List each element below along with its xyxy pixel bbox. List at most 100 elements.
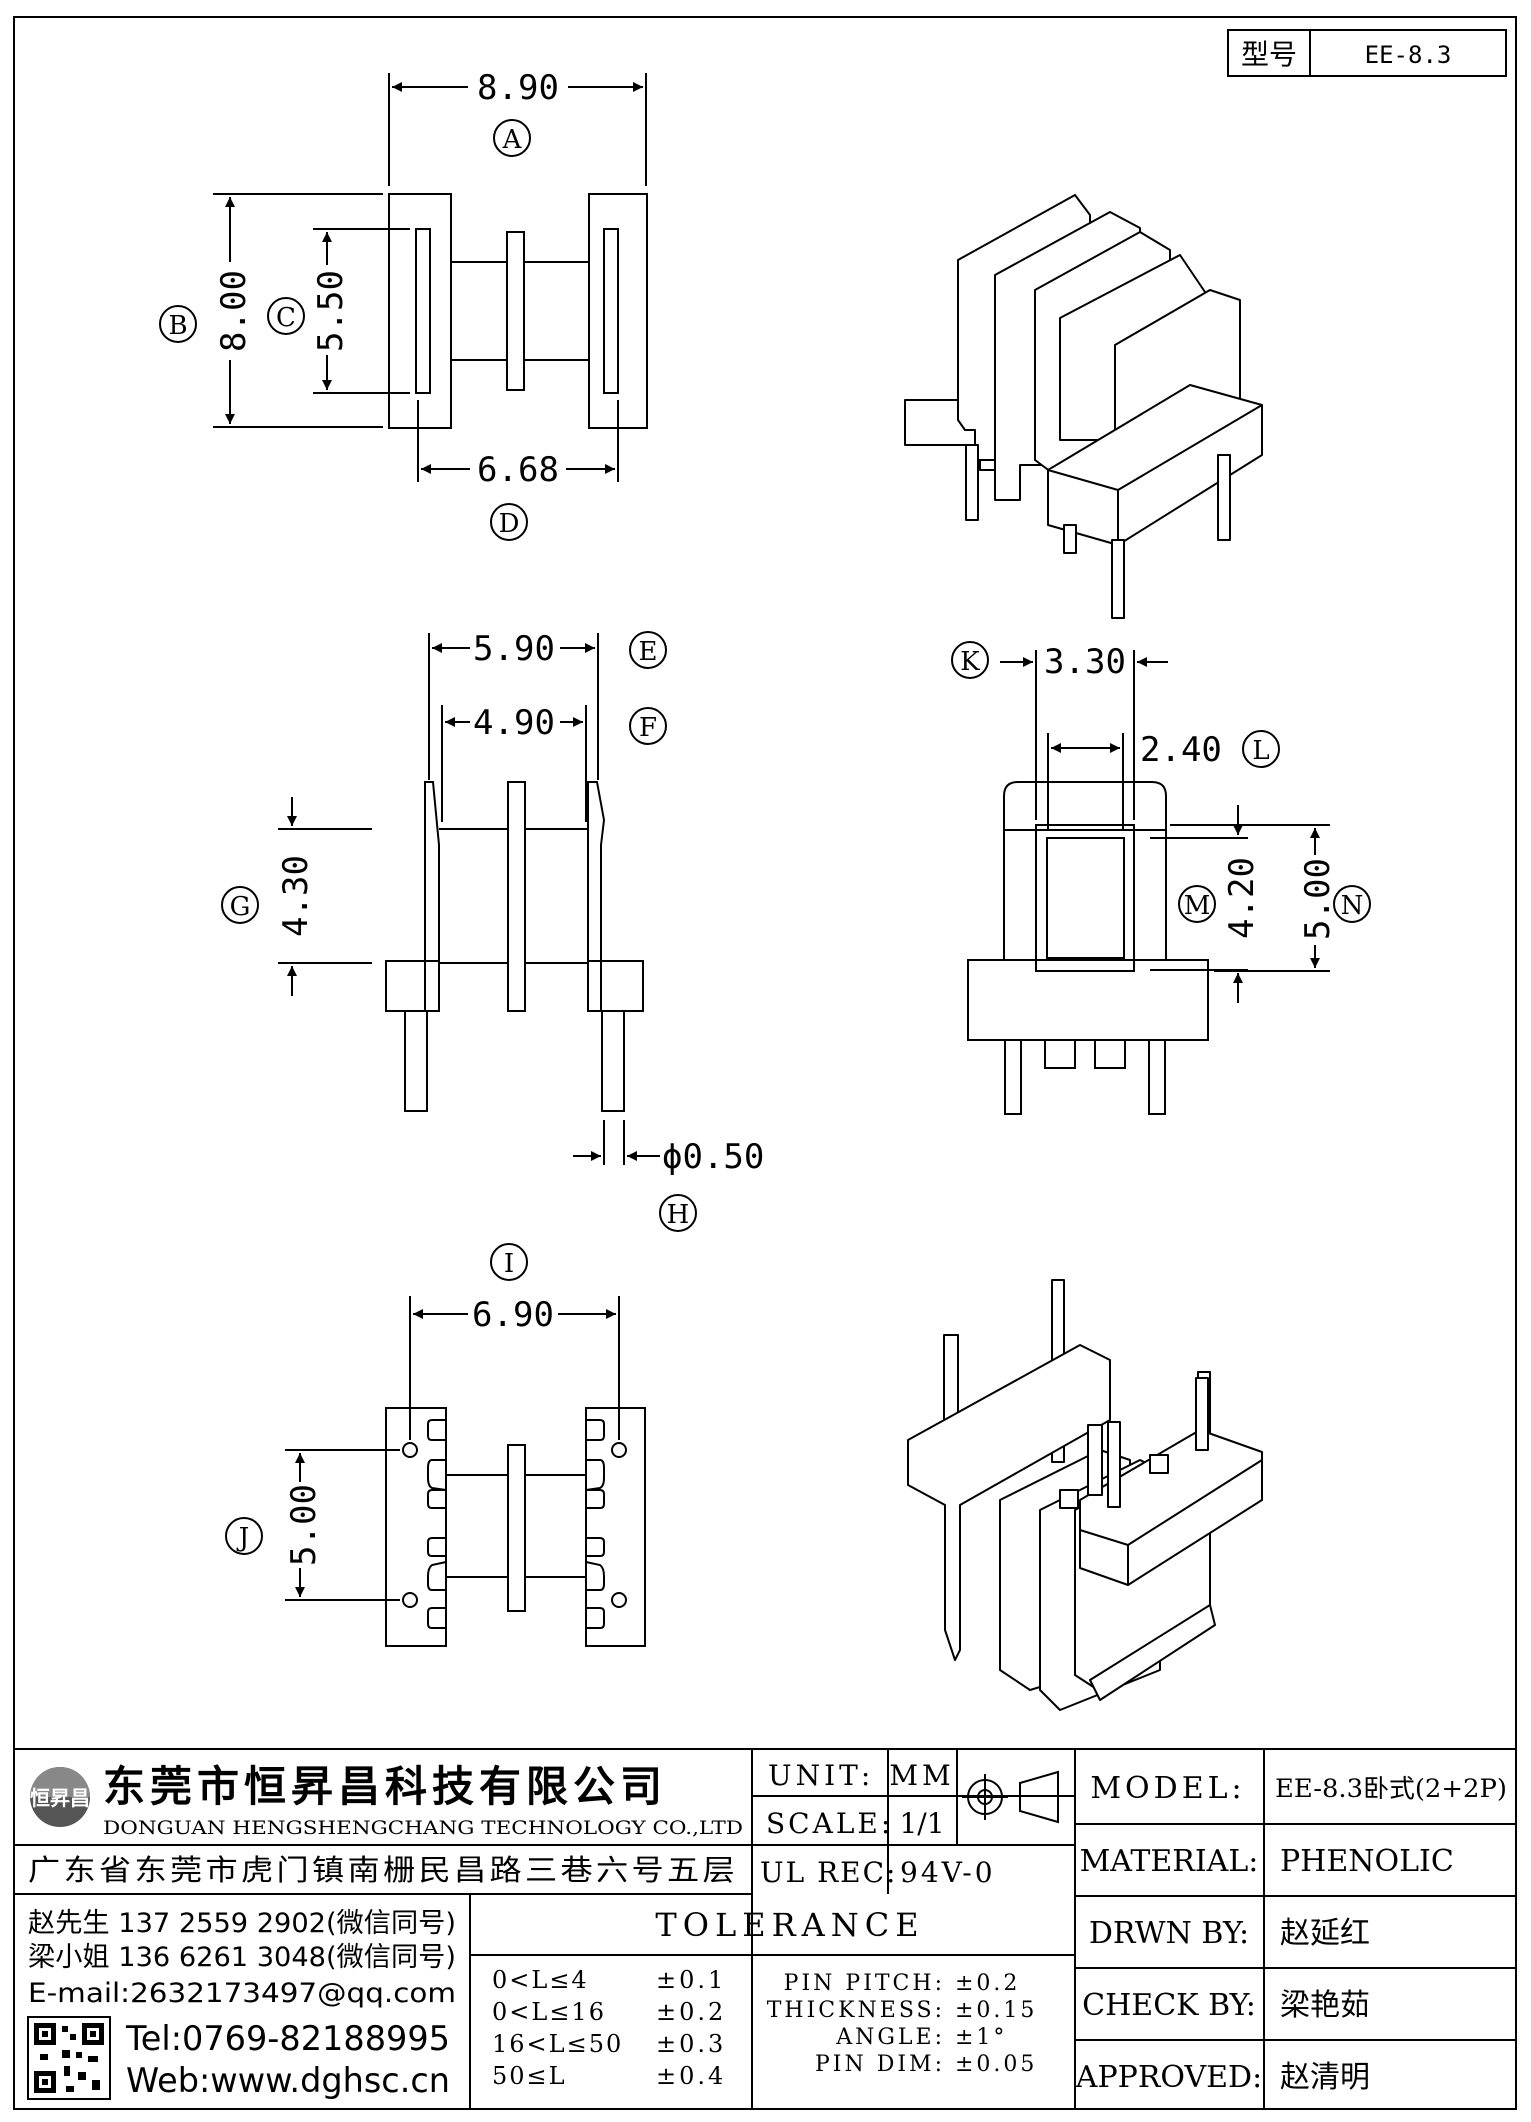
dim-E-letter: E xyxy=(639,637,658,667)
dim-J-balloon xyxy=(225,1517,263,1555)
dim-H-value: ϕ0.50 xyxy=(662,1137,764,1177)
model-value: EE-8.3卧式(2+2P) xyxy=(1275,1774,1507,1803)
dim-E-balloon xyxy=(629,631,667,669)
dim-D-letter: D xyxy=(499,509,520,539)
tol-range-3: 16<L≤50 xyxy=(492,2030,623,2058)
dim-H-letter: H xyxy=(667,1200,690,1230)
material-value: PHENOLIC xyxy=(1280,1844,1454,1879)
ulrec-label: UL REC: xyxy=(760,1856,897,1889)
dim-B-balloon xyxy=(159,305,197,343)
dim-F-balloon xyxy=(629,707,667,745)
projection-symbol-icon xyxy=(962,1770,1059,1824)
dim-N-letter: N xyxy=(1341,891,1364,921)
top-view xyxy=(213,73,648,482)
contact-1: 赵先生 137 2559 2902(微信同号) xyxy=(28,1908,456,1939)
dim-C-value: 5.50 xyxy=(311,270,351,352)
dim-D-value: 6.68 xyxy=(477,450,559,490)
company-address: 广东省东莞市虎门镇南栅民昌路三巷六号五层 xyxy=(28,1853,738,1887)
angle-label: ANGLE: xyxy=(835,2025,945,2050)
front-view xyxy=(278,633,660,1165)
dim-G-balloon xyxy=(221,886,259,924)
dim-A-balloon xyxy=(493,119,531,157)
tol-range-2: 0<L≤16 xyxy=(492,1998,606,2026)
pin-dim-label: PIN DIM: xyxy=(815,2052,945,2077)
company-name-cn: 东莞市恒昇昌科技有限公司 xyxy=(103,1762,667,1811)
dim-N-value: 5.00 xyxy=(1298,858,1338,940)
unit-label: UNIT: xyxy=(768,1759,874,1792)
tolerance-table: 0<L≤4 ±0.1 0<L≤16 ±0.2 16<L≤50 ±0.3 50≤L… xyxy=(492,1966,726,2090)
dim-L-value: 2.40 xyxy=(1140,730,1222,770)
drawing-frame xyxy=(13,16,1517,2110)
dim-M-value: 4.20 xyxy=(1222,857,1262,939)
pin-pitch-tol: ±0.2 xyxy=(955,1971,1020,1996)
model-label: MODEL: xyxy=(1090,1771,1245,1806)
dim-F-letter: F xyxy=(639,713,657,743)
dim-A-letter: A xyxy=(502,125,523,155)
thickness-label: THICKNESS: xyxy=(767,1998,945,2023)
drawn-label: DRWN BY: xyxy=(1089,1916,1249,1951)
angle-tol: ±1° xyxy=(955,2025,1007,2050)
dim-K-letter: K xyxy=(960,647,980,677)
contact-2: 梁小姐 136 6261 3048(微信同号) xyxy=(28,1942,456,1973)
check-label: CHECK BY: xyxy=(1082,1988,1256,2023)
iso-view-top xyxy=(904,194,1263,619)
tol-range-4: 50≤L xyxy=(492,2062,567,2090)
dim-D-balloon xyxy=(490,503,528,541)
dim-B-letter: B xyxy=(168,311,187,341)
dim-G-value: 4.30 xyxy=(276,855,316,937)
dim-G-letter: G xyxy=(230,892,251,922)
side-view xyxy=(967,650,1330,1115)
material-label: MATERIAL: xyxy=(1080,1844,1259,1879)
tol-range-1: 0<L≤4 xyxy=(492,1966,589,1994)
dim-B-value: 8.00 xyxy=(214,270,254,352)
tol-value-3: ±0.3 xyxy=(656,2030,726,2058)
other-tolerance-table: PIN PITCH: ±0.2 THICKNESS: ±0.15 ANGLE: … xyxy=(767,1971,1037,2077)
qr-code-icon xyxy=(27,2016,111,2100)
dim-A-value: 8.90 xyxy=(477,68,559,108)
drawn-value: 赵延红 xyxy=(1280,1916,1370,1951)
logo-text: 恒昇昌 xyxy=(30,1786,90,1810)
bottom-view xyxy=(285,1296,646,1647)
dim-N-balloon xyxy=(1333,885,1371,923)
tol-value-1: ±0.1 xyxy=(656,1966,726,1994)
iso-view-bottom xyxy=(907,1279,1263,1711)
dim-J-value: 5.00 xyxy=(284,1484,324,1566)
unit-value: MM xyxy=(889,1759,954,1792)
tolerance-title: TOLERANCE xyxy=(655,1906,924,1944)
dim-F-value: 4.90 xyxy=(473,703,555,743)
tol-value-4: ±0.4 xyxy=(656,2062,726,2090)
scale-label: SCALE: xyxy=(766,1807,893,1840)
dim-K-value: 3.30 xyxy=(1044,642,1126,682)
dim-L-letter: L xyxy=(1252,736,1269,766)
dim-C-balloon xyxy=(267,297,305,335)
dim-I-letter: I xyxy=(504,1249,514,1279)
dim-H-balloon xyxy=(659,1194,697,1232)
dim-I-balloon xyxy=(490,1243,528,1281)
contact-web: Web:www.dghsc.cn xyxy=(126,2061,450,2101)
dim-K-balloon xyxy=(951,641,989,679)
approved-label: APPROVED: xyxy=(1075,2060,1262,2095)
dim-J-letter: J xyxy=(236,1523,249,1553)
ulrec-value: 94V-0 xyxy=(900,1856,996,1889)
approved-value: 赵清明 xyxy=(1280,2060,1370,2095)
dim-I-value: 6.90 xyxy=(472,1295,554,1335)
dim-L-balloon xyxy=(1242,730,1280,768)
dim-E-value: 5.90 xyxy=(473,629,555,669)
company-name-en: DONGUAN HENGSHENGCHANG TECHNOLOGY CO.,LT… xyxy=(103,1817,743,1839)
scale-value: 1/1 xyxy=(899,1807,944,1840)
part-type-value: EE-8.3 xyxy=(1365,41,1452,69)
contact-tel: Tel:0769-82188995 xyxy=(125,2019,450,2059)
company-logo: 恒昇昌 xyxy=(30,1767,90,1827)
pin-pitch-label: PIN PITCH: xyxy=(784,1971,945,1996)
thickness-tol: ±0.15 xyxy=(955,1998,1037,2023)
dim-M-balloon xyxy=(1178,885,1216,923)
part-number-box: 型号 EE-8.3 xyxy=(1227,29,1507,77)
dim-C-letter: C xyxy=(276,303,296,333)
pin-dim-tol: ±0.05 xyxy=(955,2052,1037,2077)
check-value: 梁艳茹 xyxy=(1280,1988,1370,2023)
contact-email: E-mail:2632173497@qq.com xyxy=(28,1978,456,2009)
part-type-label: 型号 xyxy=(1241,38,1297,71)
tol-value-2: ±0.2 xyxy=(656,1998,726,2026)
title-block-grid xyxy=(14,1748,1516,2109)
dim-M-letter: M xyxy=(1184,891,1211,921)
